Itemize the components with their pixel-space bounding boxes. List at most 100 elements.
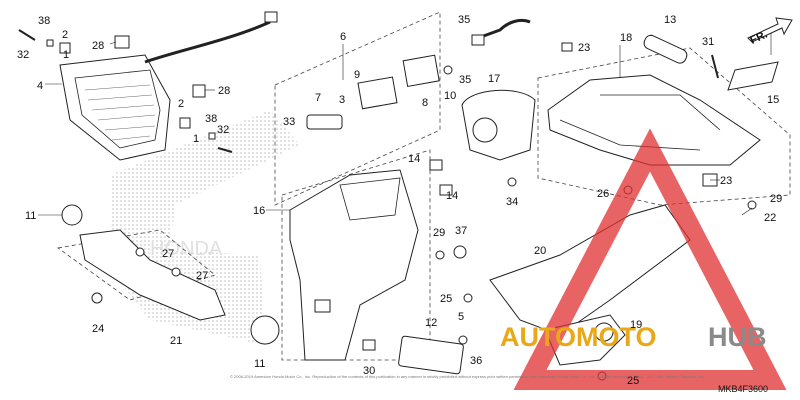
nut-27 xyxy=(171,267,181,277)
label-14a: 14 xyxy=(408,153,420,165)
label-5: 5 xyxy=(458,311,464,323)
label-32b: 32 xyxy=(217,124,229,136)
bracket-hole xyxy=(594,322,614,342)
label-25a: 25 xyxy=(440,293,452,305)
wire-connector xyxy=(264,11,278,23)
label-12: 12 xyxy=(425,317,437,329)
label-22: 22 xyxy=(764,212,776,224)
reflector-round-11a xyxy=(61,204,83,226)
label-21: 21 xyxy=(170,335,182,347)
watermark-word-2: HUB xyxy=(708,322,767,352)
label-27b: 27 xyxy=(196,270,208,282)
bolt-24 xyxy=(91,292,103,304)
label-2b: 2 xyxy=(178,98,184,110)
label-15 xyxy=(727,61,779,91)
tail-light-wire xyxy=(144,20,271,64)
label-8: 8 xyxy=(422,97,428,109)
label-24: 24 xyxy=(92,323,104,335)
label-32a: 32 xyxy=(17,49,29,61)
grommet-2 xyxy=(59,42,71,54)
clip-14a xyxy=(429,159,443,171)
label-36: 36 xyxy=(470,355,482,367)
bulb-30 xyxy=(362,339,376,351)
label-25b: 25 xyxy=(627,375,639,387)
label-7: 7 xyxy=(315,92,321,104)
rear-fender-cover-17 xyxy=(461,89,536,161)
license-lens-8 xyxy=(402,54,440,87)
label-11a: 11 xyxy=(25,210,36,222)
label-6: 6 xyxy=(340,31,346,43)
bolt-32 xyxy=(18,29,36,41)
seal-13 xyxy=(643,34,688,64)
watermark-logo xyxy=(513,128,787,390)
label-29a: 29 xyxy=(433,227,445,239)
label-13: 13 xyxy=(664,14,676,26)
reflector-round-11b xyxy=(250,315,280,345)
label-28b: 28 xyxy=(218,85,230,97)
label-38b: 38 xyxy=(205,113,217,125)
screw-34 xyxy=(507,177,517,187)
label-16: 16 xyxy=(253,205,265,217)
part-labels: 1 1 2 2 4 5 6 7 8 9 10 11 11 12 13 14 14… xyxy=(17,14,782,387)
label-35a: 35 xyxy=(459,74,471,86)
group-box-6 xyxy=(274,11,441,206)
diagram-code: MKB4F3600 xyxy=(718,384,768,394)
label-11b: 11 xyxy=(254,358,265,370)
license-bracket-9 xyxy=(357,76,398,110)
rear-fender-16 xyxy=(289,169,419,361)
bolt-31 xyxy=(711,54,719,79)
grommet-23b xyxy=(561,42,573,52)
grommet-2b xyxy=(179,117,191,129)
clip-28b xyxy=(192,84,206,98)
label-23b: 23 xyxy=(720,175,732,187)
bolt-25 xyxy=(463,293,473,303)
label-2a: 2 xyxy=(62,29,68,41)
label-31: 31 xyxy=(702,36,714,48)
washer-29 xyxy=(435,250,445,260)
nut-10 xyxy=(443,65,453,75)
label-1b: 1 xyxy=(193,133,199,145)
label-26: 26 xyxy=(597,188,609,200)
washer-38 xyxy=(46,39,54,47)
label-34: 34 xyxy=(506,196,518,208)
watermark-word-1: AUTOMOTO xyxy=(500,322,657,352)
label-15: 15 xyxy=(767,94,779,106)
watermark-triangle-icon xyxy=(513,128,787,390)
license-light-7 xyxy=(306,114,343,130)
copyright-text: © 2006-2019 American Honda Motor Co., In… xyxy=(230,374,705,379)
label-18: 18 xyxy=(620,32,632,44)
nut-36 xyxy=(458,335,468,345)
reflector-12 xyxy=(398,335,464,375)
label-30: 30 xyxy=(363,365,375,377)
nut-37 xyxy=(453,245,467,259)
label-1a: 1 xyxy=(63,49,69,61)
bolt-22 xyxy=(747,200,757,210)
front-direction-arrow xyxy=(747,17,793,43)
label-20: 20 xyxy=(534,245,546,257)
label-37: 37 xyxy=(455,225,467,237)
label-4: 4 xyxy=(37,80,43,92)
clip-14b xyxy=(439,184,453,196)
nut-27b xyxy=(135,247,145,257)
tail-light-assembly xyxy=(59,54,171,161)
fender-slot xyxy=(314,299,331,313)
label-17: 17 xyxy=(488,73,500,85)
group-box-18 xyxy=(537,47,791,206)
label-27a: 27 xyxy=(162,248,174,260)
bolt-32b xyxy=(217,147,233,153)
honda-wing-text: HONDA xyxy=(150,238,223,260)
socket-connector xyxy=(471,34,485,46)
label-38a: 38 xyxy=(38,15,50,27)
label-19: 19 xyxy=(630,319,642,331)
label-33: 33 xyxy=(283,116,295,128)
label-10: 10 xyxy=(444,90,456,102)
cover-opening xyxy=(472,117,498,143)
clip-28 xyxy=(114,35,130,49)
label-9: 9 xyxy=(354,69,360,81)
label-35b: 35 xyxy=(458,14,470,26)
socket-wire xyxy=(477,18,531,40)
label-3: 3 xyxy=(339,94,345,106)
label-29b: 29 xyxy=(770,193,782,205)
